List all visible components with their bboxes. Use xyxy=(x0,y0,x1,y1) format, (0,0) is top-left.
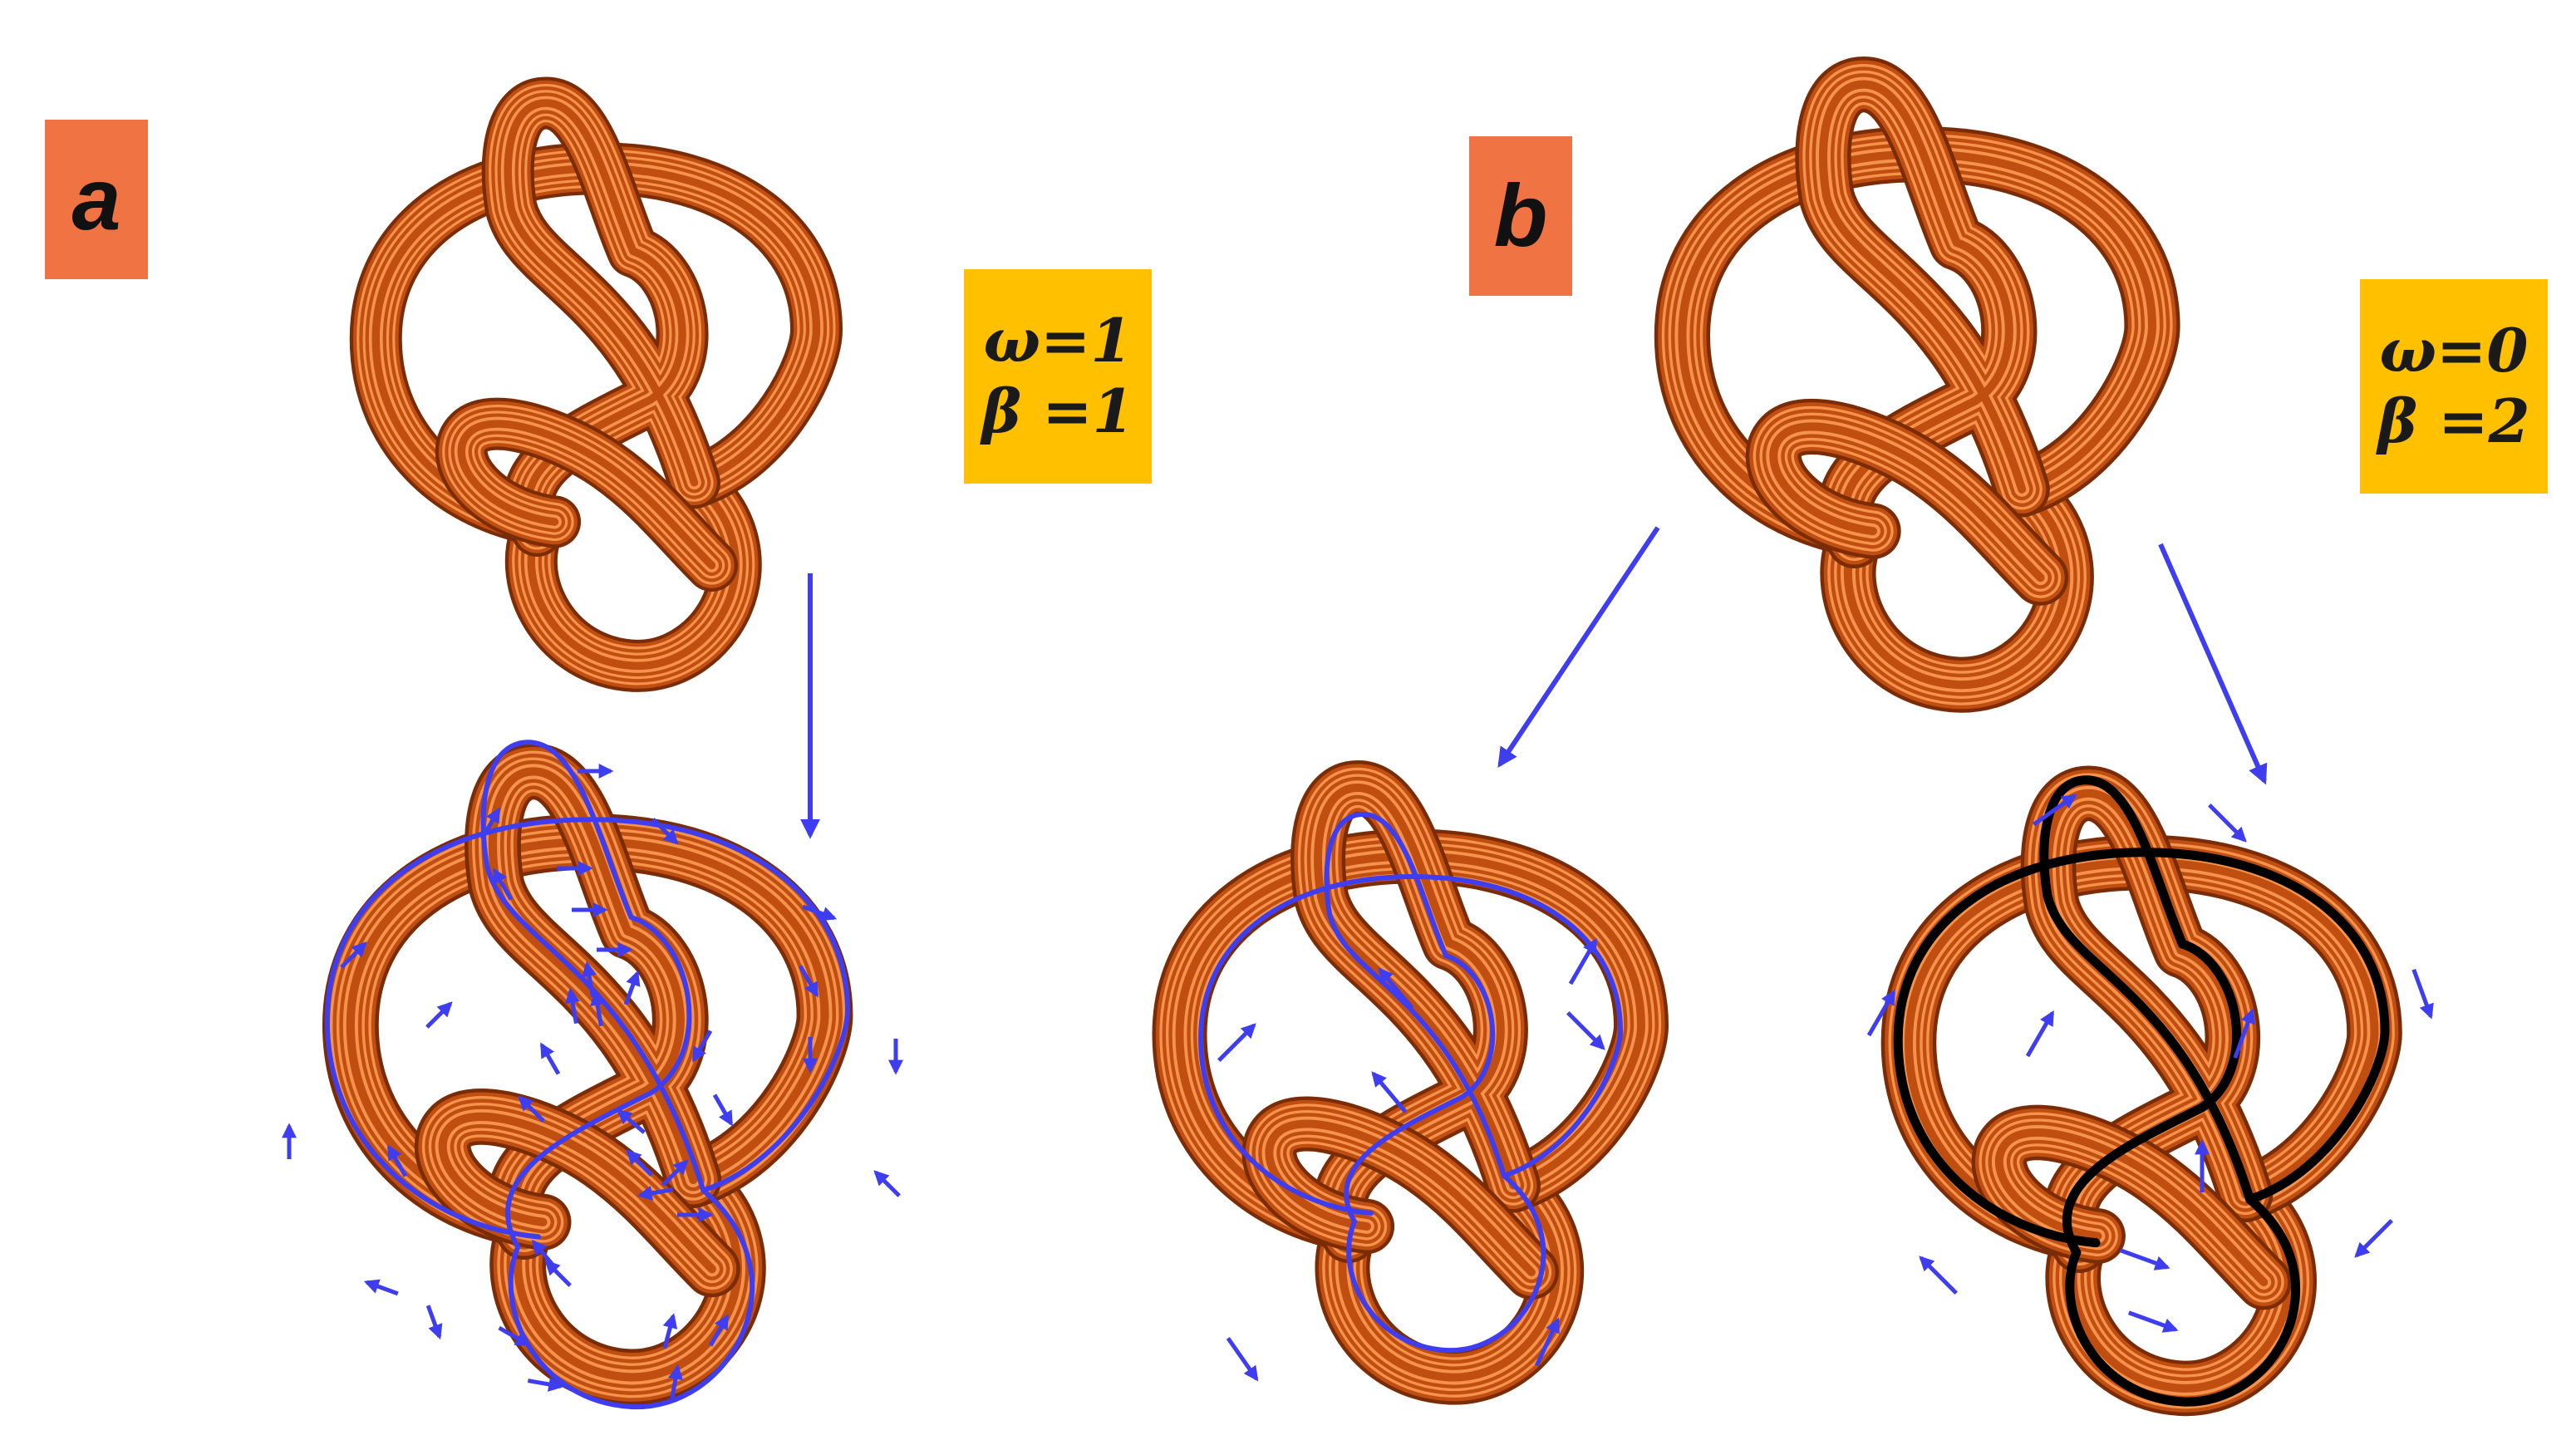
param-box-a: ω=1 β =1 xyxy=(964,269,1152,484)
direction-arrow-c-3 xyxy=(2025,1010,2055,1058)
direction-arrow-a-19 xyxy=(637,1186,674,1201)
direction-arrow-b-2 xyxy=(1378,967,1414,1010)
direction-arrow-a-28 xyxy=(668,1364,683,1401)
direction-arrow-a-8 xyxy=(425,1001,453,1029)
blue-path-overlay-a xyxy=(324,740,851,1410)
direction-arrow-a-12 xyxy=(798,965,819,998)
direction-arrow-b-0 xyxy=(1217,1023,1256,1062)
knot-a-top xyxy=(376,103,816,666)
direction-arrow-c-2 xyxy=(1866,989,1896,1037)
direction-arrow-a-36 xyxy=(565,987,580,1025)
direction-arrow-a-15 xyxy=(518,1095,545,1123)
direction-arrow-a-31 xyxy=(712,1094,734,1127)
connector-arrow-b-right xyxy=(2158,543,2268,785)
direction-arrow-a-18 xyxy=(661,1159,689,1187)
direction-arrow-a-23 xyxy=(425,1305,443,1340)
direction-arrow-a-2 xyxy=(479,807,501,840)
beta-value-b: β =2 xyxy=(2377,386,2530,456)
direction-arrow-a-3 xyxy=(802,904,838,922)
direction-arrow-c-6 xyxy=(2354,1219,2393,1258)
direction-arrow-a-27 xyxy=(708,1314,730,1347)
panel-label-b-text: b xyxy=(1493,166,1548,265)
direction-arrow-b-5 xyxy=(1226,1336,1259,1382)
panel-label-a-text: a xyxy=(71,150,121,248)
direction-arrow-a-37 xyxy=(590,990,605,1027)
panel-label-a: a xyxy=(45,120,148,279)
direction-arrow-a-30 xyxy=(531,1239,557,1269)
direction-arrow-a-16 xyxy=(616,1108,646,1134)
direction-arrow-c-7 xyxy=(1919,1256,1958,1295)
direction-arrow-b-4 xyxy=(1568,937,1598,985)
direction-arrow-b-3 xyxy=(1566,1011,1605,1050)
direction-arrow-a-26 xyxy=(662,1313,678,1349)
direction-arrow-a-21 xyxy=(386,1144,408,1177)
knot-b-bottom-right xyxy=(1909,794,2375,1388)
direction-arrow-a-1 xyxy=(651,818,679,845)
direction-arrow-c-8 xyxy=(2119,1248,2170,1270)
direction-arrow-c-1 xyxy=(2208,804,2247,843)
black-path-overlay-b xyxy=(1893,775,2390,1407)
param-box-b: ω=0 β =2 xyxy=(2360,279,2548,494)
knot-b-top xyxy=(1682,85,2152,686)
direction-arrow-c-4 xyxy=(2233,1008,2255,1059)
direction-arrow-a-11 xyxy=(623,970,641,1005)
direction-arrow-a-7 xyxy=(340,941,367,969)
direction-arrow-a-35 xyxy=(492,867,514,901)
direction-arrow-a-22 xyxy=(363,1279,399,1296)
direction-arrow-c-0 xyxy=(2032,794,2077,827)
direction-arrow-b-6 xyxy=(1535,1317,1560,1367)
direction-arrow-a-29 xyxy=(544,1260,572,1287)
omega-value-b: ω=0 xyxy=(2379,315,2529,386)
direction-arrow-a-14 xyxy=(539,1042,561,1075)
direction-arrow-c-5 xyxy=(2411,968,2434,1020)
connector-arrow-b-left xyxy=(1497,526,1660,768)
blue-path-overlay-b xyxy=(1197,811,1624,1354)
direction-arrow-a-25 xyxy=(527,1377,564,1392)
omega-value-a: ω=1 xyxy=(983,305,1133,376)
beta-value-a: β =1 xyxy=(981,376,1134,446)
direction-arrow-a-32 xyxy=(691,1030,713,1063)
direction-arrow-c-9 xyxy=(2127,1310,2179,1333)
direction-arrow-a-5 xyxy=(873,1170,901,1197)
direction-arrow-a-24 xyxy=(498,1325,531,1347)
direction-arrow-b-1 xyxy=(1371,1071,1408,1113)
panel-label-b: b xyxy=(1469,136,1572,296)
direction-arrow-a-17 xyxy=(626,1149,653,1177)
